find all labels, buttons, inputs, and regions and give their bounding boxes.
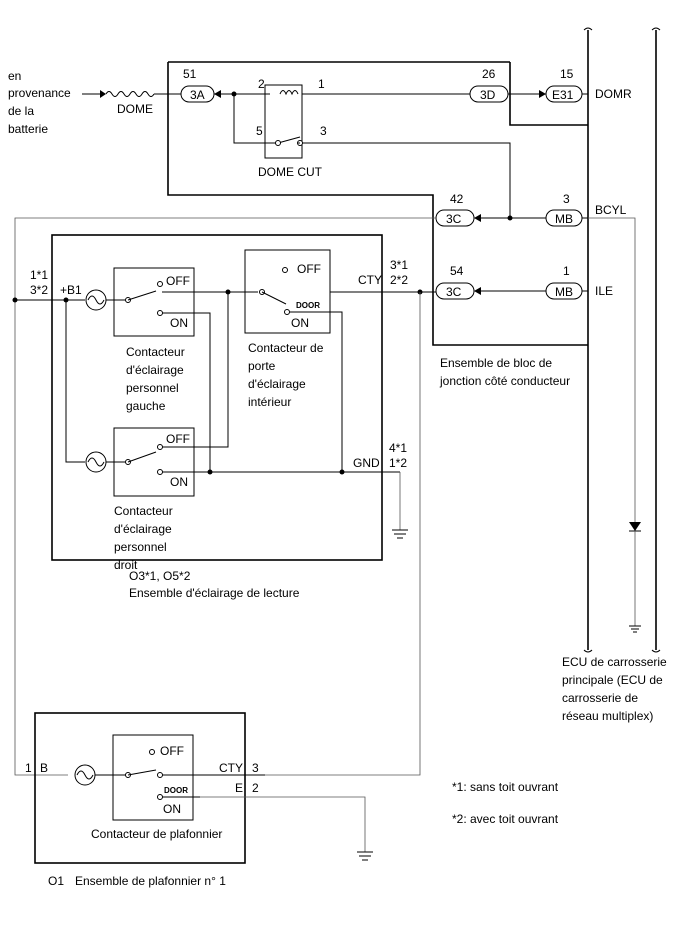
pin-label: 1 <box>563 264 570 278</box>
reading-light-title: Ensemble d'éclairage de lecture <box>129 586 300 600</box>
switch-pos-on: ON <box>170 316 188 330</box>
connector-id: 3C <box>446 285 462 299</box>
outer-loop-wire <box>14 217 436 776</box>
pin-label: 3*1 <box>390 258 408 272</box>
reading-light-id: O3*1, O5*2 <box>129 569 191 583</box>
right-switch-label: droit <box>114 558 138 572</box>
reading-light-wires <box>12 249 436 776</box>
junction-block-outline <box>167 61 588 346</box>
pin-label: CTY <box>358 273 382 287</box>
pin-label: 1 <box>318 77 325 91</box>
junction-block-label: Ensemble de bloc de <box>440 356 552 370</box>
junction-wires <box>481 217 641 633</box>
ecu-label: ECU de carrosserie <box>562 655 667 669</box>
connector-id: MB <box>555 212 573 226</box>
source-label: en <box>8 69 21 83</box>
pin-label: 3 <box>563 192 570 206</box>
pin-label: 42 <box>450 192 464 206</box>
dome-switch-label: Contacteur de plafonnier <box>91 827 222 841</box>
pin-label: 4*1 <box>389 441 407 455</box>
dome-light-id: O1 <box>48 874 64 888</box>
door-switch-label: Contacteur de <box>248 341 324 355</box>
signal-label: BCYL <box>595 203 627 217</box>
left-switch-label: d'éclairage <box>126 363 184 377</box>
pin-label: 2 <box>258 77 265 91</box>
connector-3C-42 <box>435 209 481 227</box>
junction-block-label: jonction côté conducteur <box>439 374 570 388</box>
ecu-body <box>583 27 661 653</box>
switch-pos-off: OFF <box>166 432 190 446</box>
pin-label: 2 <box>252 781 259 795</box>
pin-label: 51 <box>183 67 197 81</box>
terminal-label: E <box>235 781 243 795</box>
note-1: *1: sans toit ouvrant <box>452 780 559 794</box>
connector-id: 3D <box>480 88 496 102</box>
signal-label: DOMR <box>595 87 632 101</box>
pin-label: 26 <box>482 67 496 81</box>
pin-label: 1 <box>25 761 32 775</box>
left-switch-label: Contacteur <box>126 345 185 359</box>
switch-pos-door: DOOR <box>296 301 320 310</box>
pin-label: 15 <box>560 67 574 81</box>
switch-pos-door: DOOR <box>164 786 188 795</box>
switch-pos-on: ON <box>291 316 309 330</box>
ecu-label: réseau multiplex) <box>562 709 653 723</box>
door-switch-label: d'éclairage <box>248 377 306 391</box>
door-switch-label: intérieur <box>248 395 291 409</box>
connector-E31 <box>539 85 583 103</box>
left-switch-label: gauche <box>126 399 166 413</box>
relay-label: DOME CUT <box>258 165 323 179</box>
switch-pos-on: ON <box>170 475 188 489</box>
switch-pos-on: ON <box>163 802 181 816</box>
pin-label: 2*2 <box>390 273 408 287</box>
dome-light-box <box>34 712 373 864</box>
pin-label: 1*2 <box>389 456 407 470</box>
terminal-label: CTY <box>219 761 243 775</box>
reading-light-box <box>51 234 383 561</box>
right-switch-label: personnel <box>114 540 167 554</box>
connector-id: MB <box>555 285 573 299</box>
connector-3A <box>180 85 221 103</box>
connector-3D <box>469 85 509 103</box>
pin-label: 54 <box>450 264 464 278</box>
door-switch-label: porte <box>248 359 276 373</box>
pin-label: GND <box>353 456 380 470</box>
pin-label: 1*1 <box>30 268 48 282</box>
pin-label: 3*2 <box>30 283 48 297</box>
connector-id: E31 <box>552 88 574 102</box>
right-switch-label: d'éclairage <box>114 522 172 536</box>
right-switch-label: Contacteur <box>114 504 173 518</box>
switch-pos-off: OFF <box>160 744 184 758</box>
source-label: de la <box>8 104 34 118</box>
source-label: provenance <box>8 86 71 100</box>
ecu-label: carrosserie de <box>562 691 638 705</box>
terminal-label: B <box>40 761 48 775</box>
pin-label: 5 <box>256 124 263 138</box>
left-switch-label: personnel <box>126 381 179 395</box>
connector-id: 3C <box>446 212 462 226</box>
switch-pos-off: OFF <box>166 274 190 288</box>
pin-label: 3 <box>320 124 327 138</box>
connector-3C-54 <box>435 282 481 300</box>
labels: en provenance de la batterie DOME 51 3A … <box>8 67 667 888</box>
connector-id: 3A <box>190 88 205 102</box>
ecu-label: principale (ECU de <box>562 673 663 687</box>
source-label: batterie <box>8 122 48 136</box>
note-2: *2: avec toit ouvrant <box>452 812 559 826</box>
fuse-label: DOME <box>117 102 153 116</box>
dome-light-title: Ensemble de plafonnier n° 1 <box>75 874 226 888</box>
switch-pos-off: OFF <box>297 262 321 276</box>
signal-label: ILE <box>595 284 613 298</box>
top-wiring <box>82 90 588 221</box>
terminal-label: +B1 <box>60 283 82 297</box>
dome-cut-relay <box>264 84 303 159</box>
pin-label: 3 <box>252 761 259 775</box>
